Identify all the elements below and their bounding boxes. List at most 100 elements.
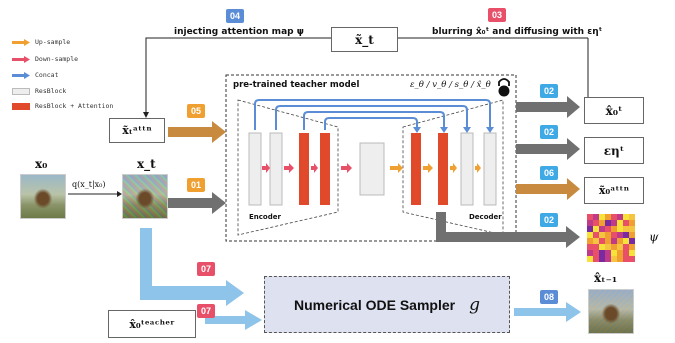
heatmap-cell — [623, 232, 629, 238]
tag-02-c: 02 — [540, 213, 558, 227]
tag-07-b: 07 — [197, 304, 215, 318]
encoder-trapezoid — [237, 99, 339, 236]
heatmap-cell — [611, 238, 617, 244]
attention-heatmap — [587, 214, 635, 262]
heatmap-cell — [611, 250, 617, 256]
tag-02-b: 02 — [540, 125, 558, 139]
tag-03: 03 — [488, 8, 506, 22]
tag-05: 05 — [187, 104, 205, 118]
heatmap-cell — [605, 256, 611, 262]
x-hat-tm1-label: x̂ₜ₋₁ — [594, 271, 618, 285]
heatmap-cell — [629, 244, 635, 250]
x-tilde-t-box: x̃_t — [331, 27, 398, 52]
heatmap-cell — [617, 238, 623, 244]
heatmap-cell — [599, 232, 605, 238]
legend-resblock-attention: ResBlock + Attention — [12, 101, 113, 111]
ode-sampler-label: Numerical ODE Sampler — [294, 296, 456, 313]
heatmap-cell — [617, 226, 623, 232]
grey-arrow-out-eps — [516, 138, 580, 160]
tag-06: 06 — [540, 166, 558, 180]
output-eps-box: εηᵗ — [584, 137, 644, 164]
legend-downsample: Down-sample — [12, 54, 78, 64]
teacher-model-title: pre-trained teacher model — [233, 80, 360, 90]
heatmap-cell — [617, 220, 623, 226]
heatmap-cell — [593, 256, 599, 262]
heatmap-cell — [611, 226, 617, 232]
output-x0t-box: x̂₀ᵗ — [584, 97, 644, 124]
heatmap-cell — [605, 220, 611, 226]
legend-label: ResBlock — [35, 87, 67, 95]
blurring-label: blurring x̂₀ᵗ and diffusing with εηᵗ — [432, 27, 603, 37]
x0-image — [20, 174, 66, 219]
heatmap-cell — [599, 214, 605, 220]
heatmap-cell — [599, 250, 605, 256]
heatmap-cell — [629, 250, 635, 256]
param-labels: ε_θ / v_θ / s_θ / x̂_θ — [410, 80, 491, 90]
heatmap-cell — [587, 220, 593, 226]
x0-teacher-box: x̂₀ᵗᵉᵃᶜʰᵉʳ — [108, 310, 196, 338]
heatmap-cell — [617, 232, 623, 238]
inject-connector — [145, 37, 331, 112]
concat-arrow-icon — [12, 71, 30, 79]
decoder-attn-block-1 — [411, 133, 421, 205]
concat-arrowheads — [413, 127, 494, 133]
heatmap-cell — [587, 244, 593, 250]
downsample-arrows — [262, 163, 352, 173]
brown-arrow-to-teacher — [168, 121, 226, 143]
q-label: q(x_t|x₀) — [72, 180, 106, 189]
heatmap-cell — [623, 214, 629, 220]
heatmap-cell — [629, 238, 635, 244]
heatmap-cell — [599, 220, 605, 226]
heatmap-cell — [617, 214, 623, 220]
resblock-attention-swatch — [12, 102, 30, 110]
heatmap-cell — [611, 256, 617, 262]
heatmap-cell — [593, 244, 599, 250]
tag-02-a: 02 — [540, 84, 558, 98]
encoder-resblock-1 — [248, 132, 262, 206]
heatmap-cell — [587, 238, 593, 244]
legend-label: ResBlock + Attention — [35, 102, 114, 110]
tag-01: 01 — [187, 178, 205, 192]
legend-label: Up-sample — [35, 38, 71, 46]
heatmap-cell — [623, 238, 629, 244]
grey-arrow-to-teacher — [168, 192, 226, 214]
tag-07-a: 07 — [197, 262, 215, 276]
resblock-swatch — [12, 87, 30, 95]
legend-label: Concat — [35, 71, 59, 79]
heatmap-cell — [623, 250, 629, 256]
heatmap-cell — [611, 244, 617, 250]
concat-skip-connections — [254, 99, 491, 130]
arrowhead-icon — [117, 191, 122, 197]
heatmap-cell — [599, 226, 605, 232]
lightblue-arrow-to-output — [514, 302, 581, 322]
heatmap-cell — [623, 256, 629, 262]
heatmap-cell — [587, 256, 593, 262]
decoder-resblock-1 — [460, 132, 474, 206]
heatmap-cell — [593, 250, 599, 256]
heatmap-cell — [611, 232, 617, 238]
ode-sampler-box: Numerical ODE Sampler g — [264, 276, 510, 333]
heatmap-cell — [605, 214, 611, 220]
x0-label: x₀ — [35, 157, 48, 171]
arrowhead-icon — [143, 112, 149, 118]
legend-concat: Concat — [12, 70, 58, 80]
heatmap-cell — [599, 238, 605, 244]
decoder-label: Decoder — [469, 213, 502, 221]
middle-resblock — [359, 142, 385, 196]
heatmap-cell — [593, 232, 599, 238]
heatmap-cell — [629, 214, 635, 220]
heatmap-cell — [605, 232, 611, 238]
heatmap-cell — [629, 232, 635, 238]
injecting-label: injecting attention map ψ — [174, 27, 304, 37]
heatmap-cell — [587, 214, 593, 220]
heatmap-cell — [599, 256, 605, 262]
xt-image — [122, 174, 168, 219]
heatmap-cell — [629, 256, 635, 262]
lightblue-arrow-xt-to-sampler — [140, 228, 244, 306]
heatmap-cell — [587, 226, 593, 232]
legend-upsample: Up-sample — [12, 37, 70, 47]
upsample-arrows — [390, 163, 481, 173]
decoder-resblock-2 — [483, 132, 497, 206]
heatmap-cell — [593, 238, 599, 244]
output-attn-box: x̃₀ᵃᵗᵗⁿ — [584, 177, 644, 204]
